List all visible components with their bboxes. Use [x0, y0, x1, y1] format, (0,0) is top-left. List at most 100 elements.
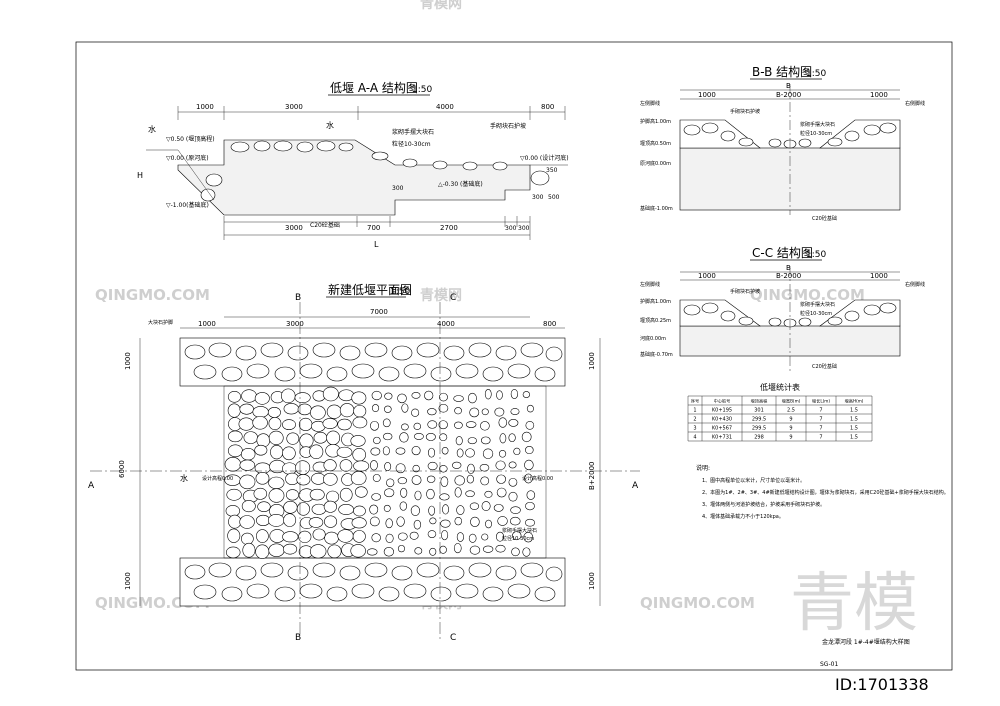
aa-elev: ▽-1.00(基础底) [166, 201, 209, 209]
aa-elev: ▽0.00 (设计河底) [520, 154, 569, 162]
weir-stone [294, 392, 311, 404]
weir-stone [371, 533, 381, 543]
weir-stone [383, 432, 393, 441]
weir-stone [311, 503, 327, 515]
bb-total: B [786, 82, 791, 90]
weir-stone [413, 519, 422, 530]
weir-stone [469, 407, 480, 418]
weir-stone [241, 532, 254, 545]
table-cell: 298 [754, 435, 764, 441]
aa-dim-bottom: 300 [505, 225, 517, 232]
plan-dim-left: 1000 [124, 352, 132, 370]
section-cc-title: C-C 结构图 [752, 245, 813, 260]
weir-stone [510, 506, 521, 514]
weir-stone [282, 419, 296, 430]
weir-stone [228, 514, 242, 529]
weir-stone [467, 392, 477, 404]
weir-stone [468, 533, 477, 543]
weir-stone [384, 462, 392, 472]
weir-stone [322, 386, 339, 402]
table-cell: 3 [693, 426, 696, 432]
table-cell: 9 [789, 417, 792, 423]
title-project: 金龙潭河段 1#-4#堰结构大样图 [822, 638, 910, 646]
table-cell: 1 [693, 408, 696, 414]
weir-stone [495, 531, 505, 542]
aa-dim-mid: 300 [392, 185, 404, 192]
weir-stone [308, 517, 324, 528]
cc-note: 粒径10-30cm [800, 310, 832, 317]
weir-stone [326, 430, 341, 446]
bb-elev: 堰顶高0.50m [640, 140, 671, 147]
plan-bank-stones [184, 342, 563, 602]
weir-stone [239, 403, 254, 415]
weir-stone [427, 461, 438, 471]
weir-stone [254, 444, 268, 456]
weir-stone [481, 533, 489, 541]
weir-stone [370, 447, 381, 456]
weir-stone [410, 505, 420, 516]
weir-stone [426, 475, 436, 483]
plan-label: 设计高程0.00 [522, 475, 553, 482]
weir-stone [326, 404, 342, 419]
weir-stone [497, 516, 508, 526]
weir-stone [466, 474, 474, 484]
weir-stone [254, 462, 271, 474]
weir-stone [224, 457, 242, 472]
weir-stone [454, 487, 462, 498]
weir-stone [268, 430, 284, 445]
weir-stone [453, 395, 464, 402]
weir-stone [409, 531, 419, 540]
plan-label: 大块石护脚 [148, 319, 173, 326]
bb-elev: 基础底-1.00m [640, 205, 673, 212]
weir-stone [383, 504, 391, 512]
plan-marker-b: B [295, 293, 301, 303]
weir-stone [438, 403, 449, 413]
table-cell: 1.5 [850, 435, 858, 441]
weir-stone [523, 532, 534, 543]
weir-stone [372, 474, 381, 482]
aa-elev: △-0.30 (基础底) [438, 180, 483, 188]
weir-stone [525, 445, 534, 455]
table-header-cell: 堰顶高程 [751, 398, 769, 405]
weir-stone [225, 505, 241, 517]
plan-dim-left: 1000 [124, 572, 132, 590]
weir-stone [452, 461, 462, 469]
bb-dim: 1000 [870, 91, 888, 99]
cc-elev: 护脚高1.00m [640, 298, 671, 305]
table-cell: 9 [789, 435, 792, 441]
bb-note: C20砼基础 [812, 215, 837, 222]
weir-stone [493, 504, 504, 512]
bb-note: 手砌块石护坡 [730, 108, 760, 115]
bb-stones [683, 122, 897, 149]
weir-stone [498, 449, 507, 458]
weir-stone [352, 416, 368, 429]
plan-scale: 1:50 [390, 287, 410, 297]
plan-weir-body [223, 385, 547, 559]
weir-stone [226, 488, 242, 501]
section-aa-title: 低堰 A-A 结构图 [330, 80, 418, 95]
weir-stone [521, 431, 532, 443]
weir-stone [339, 403, 355, 418]
aa-dim-bottom: 2700 [440, 224, 458, 232]
section-cc-scale: 1:50 [806, 250, 826, 260]
notes-item: 3、堰体两侧与河道护坡结合，护坡采用手砌块石护坡。 [702, 501, 825, 508]
weir-stone [350, 471, 367, 486]
weir-stone [439, 392, 448, 402]
weir-stone [283, 403, 299, 415]
plan-marker-c: C [450, 633, 456, 643]
weir-stone [469, 502, 480, 510]
weir-stone [286, 489, 299, 501]
weir-stone [454, 407, 462, 415]
plan-marker-b: B [295, 633, 301, 643]
weir-stone [428, 505, 436, 516]
notes-item: 2、本图为1#、2#、3#、4#新建低堰结构设计图，堰体为浆砌块石，采用C20砼… [702, 489, 949, 496]
weir-stone [510, 389, 519, 400]
weir-stone [256, 529, 269, 543]
aa-note: C20砼基础 [310, 221, 340, 229]
weir-stone [465, 490, 475, 498]
weir-stone [353, 460, 370, 472]
weir-stone [369, 504, 379, 515]
weir-stone [240, 448, 256, 461]
weir-stone [350, 544, 366, 558]
